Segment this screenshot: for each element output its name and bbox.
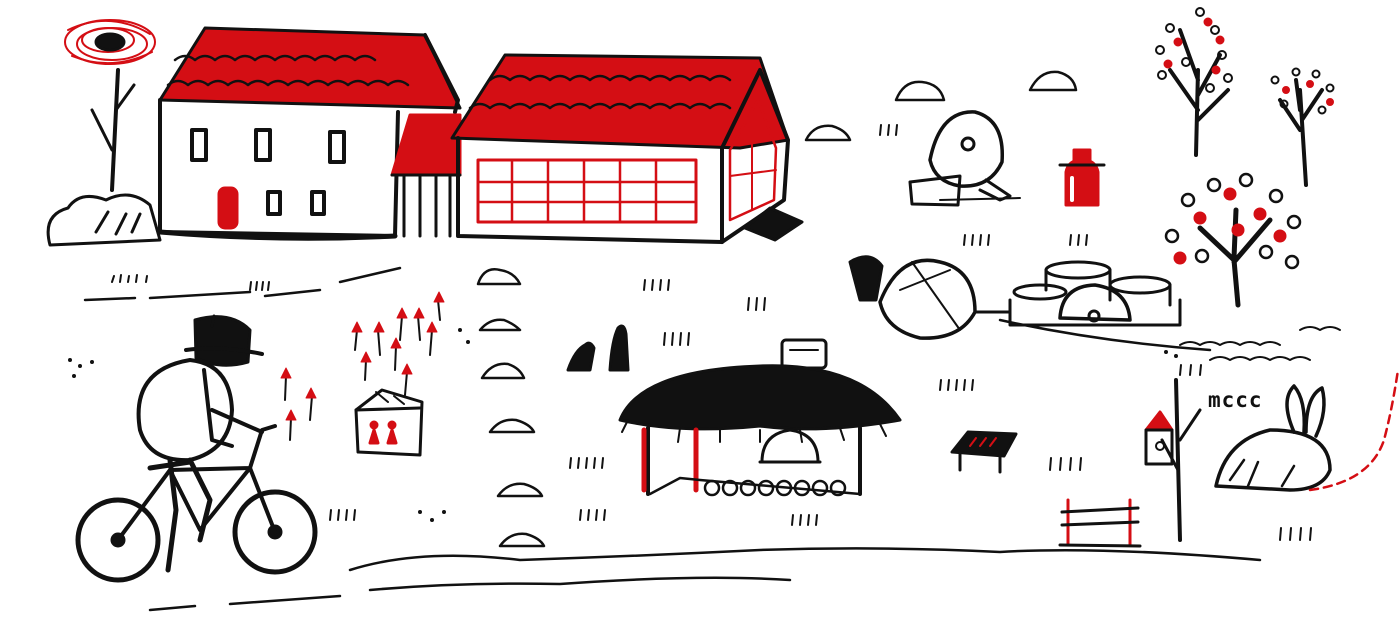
rabbit-icon [1214, 384, 1332, 492]
fruit-tree-icon [1164, 172, 1302, 308]
cyclist-icon [75, 314, 318, 583]
birdhouse-icon [1144, 378, 1202, 542]
greenhouse-icon [450, 53, 804, 244]
stream-icon [1179, 326, 1341, 361]
millstone-icon [1008, 260, 1182, 327]
ground-lines [83, 266, 1262, 612]
farmhouse-icon [157, 26, 462, 241]
bush-icon [46, 193, 162, 247]
grass-tufts [111, 124, 1312, 541]
gopher-icon [566, 324, 630, 372]
cart-icon [848, 255, 1012, 340]
rocks [476, 70, 1078, 548]
animal-sound-label: mccc [1208, 388, 1263, 412]
fence-icon [1058, 498, 1142, 548]
flower-patch-icon [280, 291, 445, 441]
trail-icon [1308, 368, 1400, 492]
grill-icon [950, 430, 1018, 474]
thatched-shed-icon [618, 338, 902, 497]
tree-with-nest-icon [64, 19, 156, 192]
fruit-tree-icon [1270, 67, 1335, 187]
porch-icon [390, 113, 462, 238]
restroom-sign-icon [354, 388, 424, 457]
fruit-tree-icon [1155, 7, 1233, 157]
milk-can-icon [1058, 148, 1106, 207]
millstone-icon [908, 110, 1021, 207]
dots [68, 328, 1178, 522]
